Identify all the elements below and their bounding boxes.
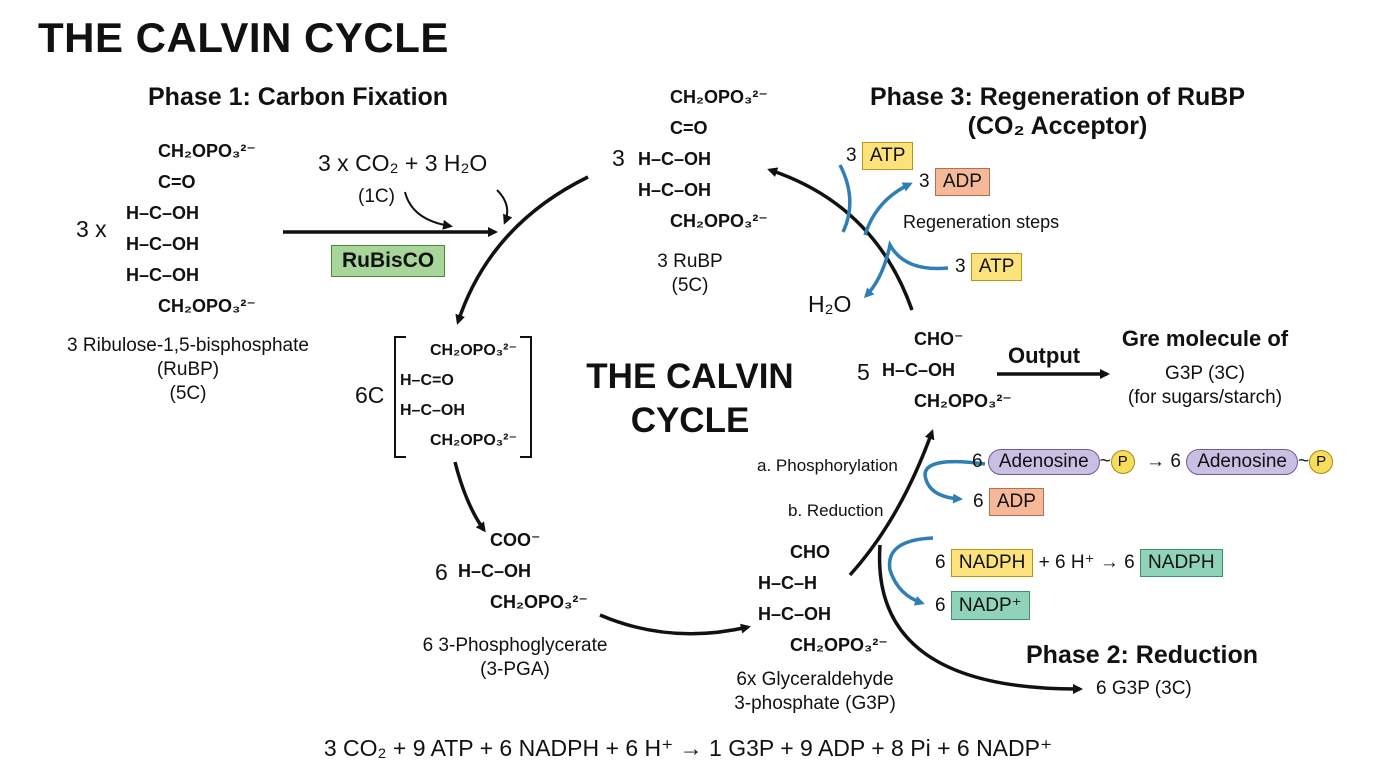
phase2-heading: Phase 2: Reduction xyxy=(1026,641,1258,669)
atp-box: ATP xyxy=(970,253,1023,281)
reactants-note: (1C) xyxy=(358,186,395,207)
adenosine-pill: Adenosine xyxy=(1186,449,1298,475)
phosphorylation-arrow xyxy=(923,459,986,504)
reduction-arrow xyxy=(887,536,934,606)
cycle-arrow-to-rubp xyxy=(767,167,914,311)
rubp-top-structure: CH₂OPO₃²⁻ C=O H–C–OH H–C–OH CH₂OPO₃²⁻ xyxy=(638,87,768,231)
phosphorylation-step-label: a. Phosphorylation xyxy=(757,456,898,475)
g3p-caption: 6x Glyceraldehyde 3-phosphate (G3P) xyxy=(734,669,896,714)
adp-box: ADP xyxy=(988,488,1044,516)
left-bracket xyxy=(394,336,406,458)
g3p5-coef: 5 xyxy=(857,359,870,385)
rubisco-enzyme-label: RuBisCO xyxy=(331,245,446,277)
intermediate-structure: CH₂OPO₃²⁻ H–C=O H–C–OH CH₂OPO₃²⁻ xyxy=(400,342,517,449)
phosphate-icon: P xyxy=(1309,449,1334,474)
atp-box: ATP xyxy=(861,142,914,170)
rubp-top-caption: 3 RuBP (5C) xyxy=(657,251,723,296)
atp-consume-arrow xyxy=(838,164,852,233)
g3p-structure: CHO H–C–H H–C–OH CH₂OPO₃²⁻ xyxy=(758,542,888,655)
cycle-arrow-to-g3p xyxy=(599,613,751,636)
right-bracket xyxy=(520,336,532,458)
cycle-arrow-to-pga xyxy=(453,461,486,533)
output-label: Output xyxy=(1008,343,1081,368)
center-title: THE CALVIN CYCLE xyxy=(586,357,794,440)
water-label: H₂O xyxy=(808,291,852,317)
cycle-arrow-to-g3p5 xyxy=(848,429,935,577)
cycle-arrow-to-6c xyxy=(455,175,589,325)
output-heading: Gre molecule of xyxy=(1121,326,1289,351)
phase2-adp: 6 ADP xyxy=(973,488,1044,516)
co2-feed-arrow xyxy=(404,191,453,230)
nadph-reaction: 6 NADPH + 6 H⁺ → 6 NADPH xyxy=(935,549,1223,577)
phase3-heading: Phase 3: Regeneration of RuBP (CO₂ Accep… xyxy=(869,83,1246,140)
g3p-output-label: 6 G3P (3C) xyxy=(1096,678,1192,699)
pga-structure: COO⁻ H–C–OH CH₂OPO₃²⁻ xyxy=(458,530,588,612)
g3p-out-arrow xyxy=(877,544,1083,695)
rubp-coef: 3 x xyxy=(76,216,107,242)
h2o-feed-arrow xyxy=(496,189,513,225)
adp-box: ADP xyxy=(934,168,990,196)
adp-release-arrow xyxy=(863,182,913,236)
atp2-consume-arrow xyxy=(863,240,949,299)
reactants: 3 x CO₂ + 3 H₂O xyxy=(318,150,488,176)
reduction-step-label: b. Reduction xyxy=(788,501,884,520)
page-title: THE CALVIN CYCLE xyxy=(38,14,449,61)
rubp-caption: 3 Ribulose-1,5-bisphosphate (RuBP) (5C) xyxy=(67,335,309,404)
pga-coef: 6 xyxy=(435,559,448,585)
phosphate-icon: P xyxy=(1110,449,1135,474)
phase3-atp2: 3 ATP xyxy=(955,253,1023,281)
nadp-box: NADP⁺ xyxy=(950,591,1030,620)
adenosine-pill: Adenosine xyxy=(987,449,1100,475)
intermediate-label: 6C xyxy=(355,382,385,408)
pga-caption: 6 3-Phosphoglycerate (3-PGA) xyxy=(422,635,608,680)
adenosine-reaction: 6 Adenosine~P → 6 Adenosine~P xyxy=(972,449,1334,475)
nadph-box: NADPH xyxy=(1140,549,1223,577)
rubp-top-coef: 3 xyxy=(612,145,625,171)
nadph-box: NADPH xyxy=(950,549,1034,577)
regeneration-steps-label: Regeneration steps xyxy=(903,212,1060,232)
phase2-nadp: 6 NADP⁺ xyxy=(935,591,1030,620)
phase3-atp1: 3 ATP xyxy=(846,142,914,170)
overall-equation: 3 CO₂ + 9 ATP + 6 NADPH + 6 H⁺ → 1 G3P +… xyxy=(323,735,1053,761)
g3p5-structure: CHO⁻ H–C–OH CH₂OPO₃²⁻ xyxy=(882,329,1012,411)
phase1-heading: Phase 1: Carbon Fixation xyxy=(148,83,449,111)
phase3-adp: 3 ADP xyxy=(919,168,990,196)
output-detail: G3P (3C) (for sugars/starch) xyxy=(1127,363,1283,408)
rubp-structure: CH₂OPO₃²⁻ C=O H–C–OH H–C–OH H–C–OH CH₂OP… xyxy=(126,141,256,316)
